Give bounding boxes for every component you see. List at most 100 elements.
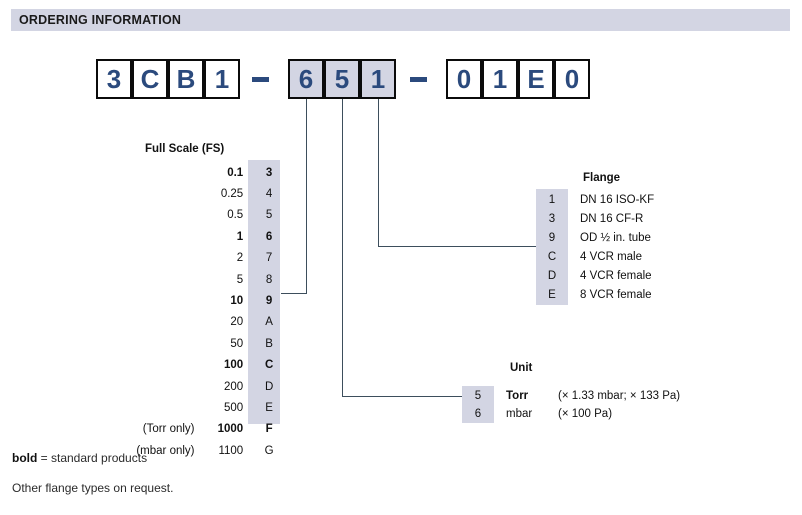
partcode-separator-dash-2	[410, 77, 427, 82]
connector-unit-vertical	[342, 99, 343, 396]
fs-value: 1000	[217, 423, 244, 436]
table-row: 2 7	[120, 248, 285, 269]
connector-fullscale-horizontal	[281, 293, 307, 294]
connector-unit-horizontal	[342, 396, 462, 397]
flange-code-column-background	[536, 189, 568, 305]
fs-value: 200	[224, 380, 244, 393]
partcode-separator-dash-1	[252, 77, 269, 82]
fs-value: 50	[230, 337, 244, 350]
unit-code-column-background	[462, 386, 494, 423]
table-row: 5 Torr (× 1.33 mbar; × 133 Pa)	[462, 387, 680, 405]
table-row: D 4 VCR female	[536, 266, 654, 285]
flange-table: 1 DN 16 ISO-KF 3 DN 16 CF-R 9 OD ½ in. t…	[536, 190, 654, 304]
table-row: (Torr only) 1000 F	[120, 419, 285, 440]
fs-value: 100	[224, 359, 244, 372]
table-row: 200 D	[120, 376, 285, 397]
fs-code: 5	[265, 209, 273, 222]
table-row: 5 8	[120, 269, 285, 290]
fs-code: D	[264, 380, 274, 393]
flange-code: D	[547, 269, 557, 282]
connector-fullscale-vertical	[306, 99, 307, 293]
flange-code: 1	[548, 193, 556, 206]
fs-value: 0.25	[220, 188, 244, 201]
flange-label: OD ½ in. tube	[580, 231, 651, 244]
connector-flange-horizontal	[378, 246, 536, 247]
table-row: 20 A	[120, 312, 285, 333]
flange-request-note: Other flange types on request.	[12, 481, 174, 495]
table-row: 6 mbar (× 100 Pa)	[462, 405, 680, 423]
flange-label: 8 VCR female	[580, 288, 652, 301]
unit-name: mbar	[506, 408, 533, 420]
fs-code: 6	[265, 230, 273, 243]
table-row: 10 9	[120, 290, 285, 311]
unit-code: 5	[474, 390, 482, 402]
fs-code: C	[264, 359, 274, 372]
flange-code: C	[547, 250, 557, 263]
table-row: 9 OD ½ in. tube	[536, 228, 654, 247]
flange-code: 3	[548, 212, 556, 225]
full-scale-code-column-background	[248, 160, 280, 424]
fs-code: G	[264, 444, 274, 457]
partcode-box-6: 5	[324, 59, 360, 99]
fs-note: (mbar only)	[136, 444, 195, 457]
fs-value: 0.1	[227, 166, 244, 179]
fs-code: F	[265, 423, 273, 436]
unit-table: 5 Torr (× 1.33 mbar; × 133 Pa) 6 mbar (×…	[462, 387, 680, 423]
fs-code: 4	[265, 188, 273, 201]
full-scale-table: 0.1 3 0.25 4 0.5 5 1 6 2 7 5 8	[120, 162, 285, 461]
fs-value: 1100	[218, 444, 244, 457]
table-row: 50 B	[120, 333, 285, 354]
bold-legend-note: bold = standard products	[12, 451, 147, 465]
flange-label: 4 VCR male	[580, 250, 642, 263]
fs-value: 10	[230, 295, 244, 308]
unit-conversion: (× 100 Pa)	[558, 408, 613, 420]
fs-code: 9	[265, 295, 273, 308]
table-row: 0.5 5	[120, 205, 285, 226]
table-row: 0.1 3	[120, 162, 285, 183]
fs-code: 3	[265, 166, 273, 179]
fs-value: 20	[230, 316, 244, 329]
fs-value: 1	[236, 230, 244, 243]
flange-label: DN 16 CF-R	[580, 212, 644, 225]
table-row: 1 6	[120, 226, 285, 247]
table-row: 1 DN 16 ISO-KF	[536, 190, 654, 209]
fs-code: A	[265, 316, 273, 329]
partcode-box-7: 1	[360, 59, 396, 99]
flange-label: 4 VCR female	[580, 269, 652, 282]
flange-code: 9	[548, 231, 556, 244]
unit-name: Torr	[506, 390, 529, 402]
partcode-box-4: 1	[204, 59, 240, 99]
unit-code: 6	[474, 408, 482, 420]
flange-label: DN 16 ISO-KF	[580, 193, 655, 206]
fs-code: B	[265, 337, 273, 350]
fs-note: (Torr only)	[142, 423, 195, 436]
partcode-box-9: 1	[482, 59, 518, 99]
table-row: 500 E	[120, 397, 285, 418]
unit-conversion: (× 1.33 mbar; × 133 Pa)	[558, 390, 681, 402]
connector-flange-vertical	[378, 99, 379, 246]
table-row: 3 DN 16 CF-R	[536, 209, 654, 228]
partcode-box-2: C	[132, 59, 168, 99]
table-row: E 8 VCR female	[536, 285, 654, 304]
fs-value: 5	[236, 273, 244, 286]
fs-code: 7	[265, 252, 273, 265]
partcode-box-10: E	[518, 59, 554, 99]
section-header-bar	[11, 9, 790, 31]
page-title: ORDERING INFORMATION	[19, 13, 182, 27]
partcode-box-3: B	[168, 59, 204, 99]
flange-title: Flange	[583, 172, 621, 184]
table-row: C 4 VCR male	[536, 247, 654, 266]
partcode-box-8: 0	[446, 59, 482, 99]
full-scale-title: Full Scale (FS)	[145, 143, 225, 155]
bold-legend-keyword: bold	[12, 451, 38, 465]
table-row: (mbar only) 1100 G	[120, 440, 285, 461]
table-row: 100 C	[120, 355, 285, 376]
flange-code: E	[548, 288, 556, 301]
partcode-box-5: 6	[288, 59, 324, 99]
fs-value: 500	[224, 401, 244, 414]
fs-value: 0.5	[227, 209, 244, 222]
partcode-box-1: 3	[96, 59, 132, 99]
fs-code: E	[265, 401, 273, 414]
table-row: 0.25 4	[120, 183, 285, 204]
